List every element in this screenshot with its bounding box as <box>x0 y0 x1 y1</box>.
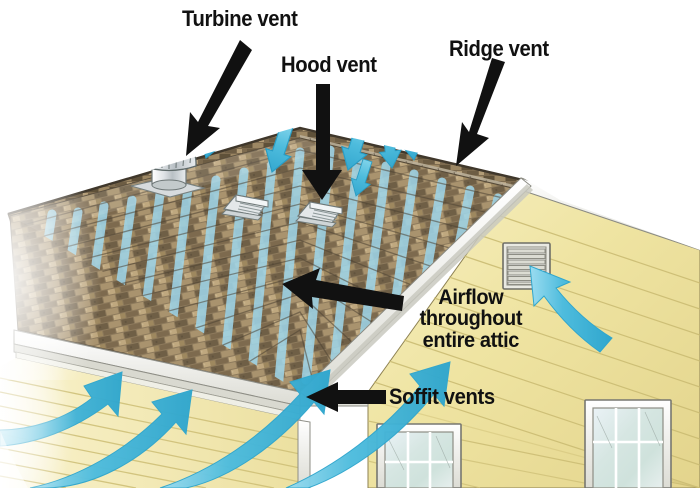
callout-arrows <box>186 40 505 412</box>
hood-vent <box>295 201 344 228</box>
label-hood-vent: Hood vent <box>281 52 377 77</box>
label-airflow-line-2: throughout <box>419 307 523 331</box>
house-window <box>584 399 672 488</box>
hood-vent <box>221 194 270 221</box>
gable-intake-arrow <box>529 265 613 353</box>
label-ridge-vent: Ridge vent <box>449 36 549 61</box>
label-airflow-throughout-entire-attic: Airflow throughout entire attic <box>411 286 531 352</box>
label-airflow-line-3: entire attic <box>422 328 520 352</box>
label-airflow-line-1: Airflow <box>438 286 504 309</box>
label-turbine-vent: Turbine vent <box>182 6 298 31</box>
house-window <box>376 423 462 488</box>
label-soffit-vents: Soffit vents <box>389 384 495 409</box>
eave-fascia-soffit <box>13 177 700 421</box>
